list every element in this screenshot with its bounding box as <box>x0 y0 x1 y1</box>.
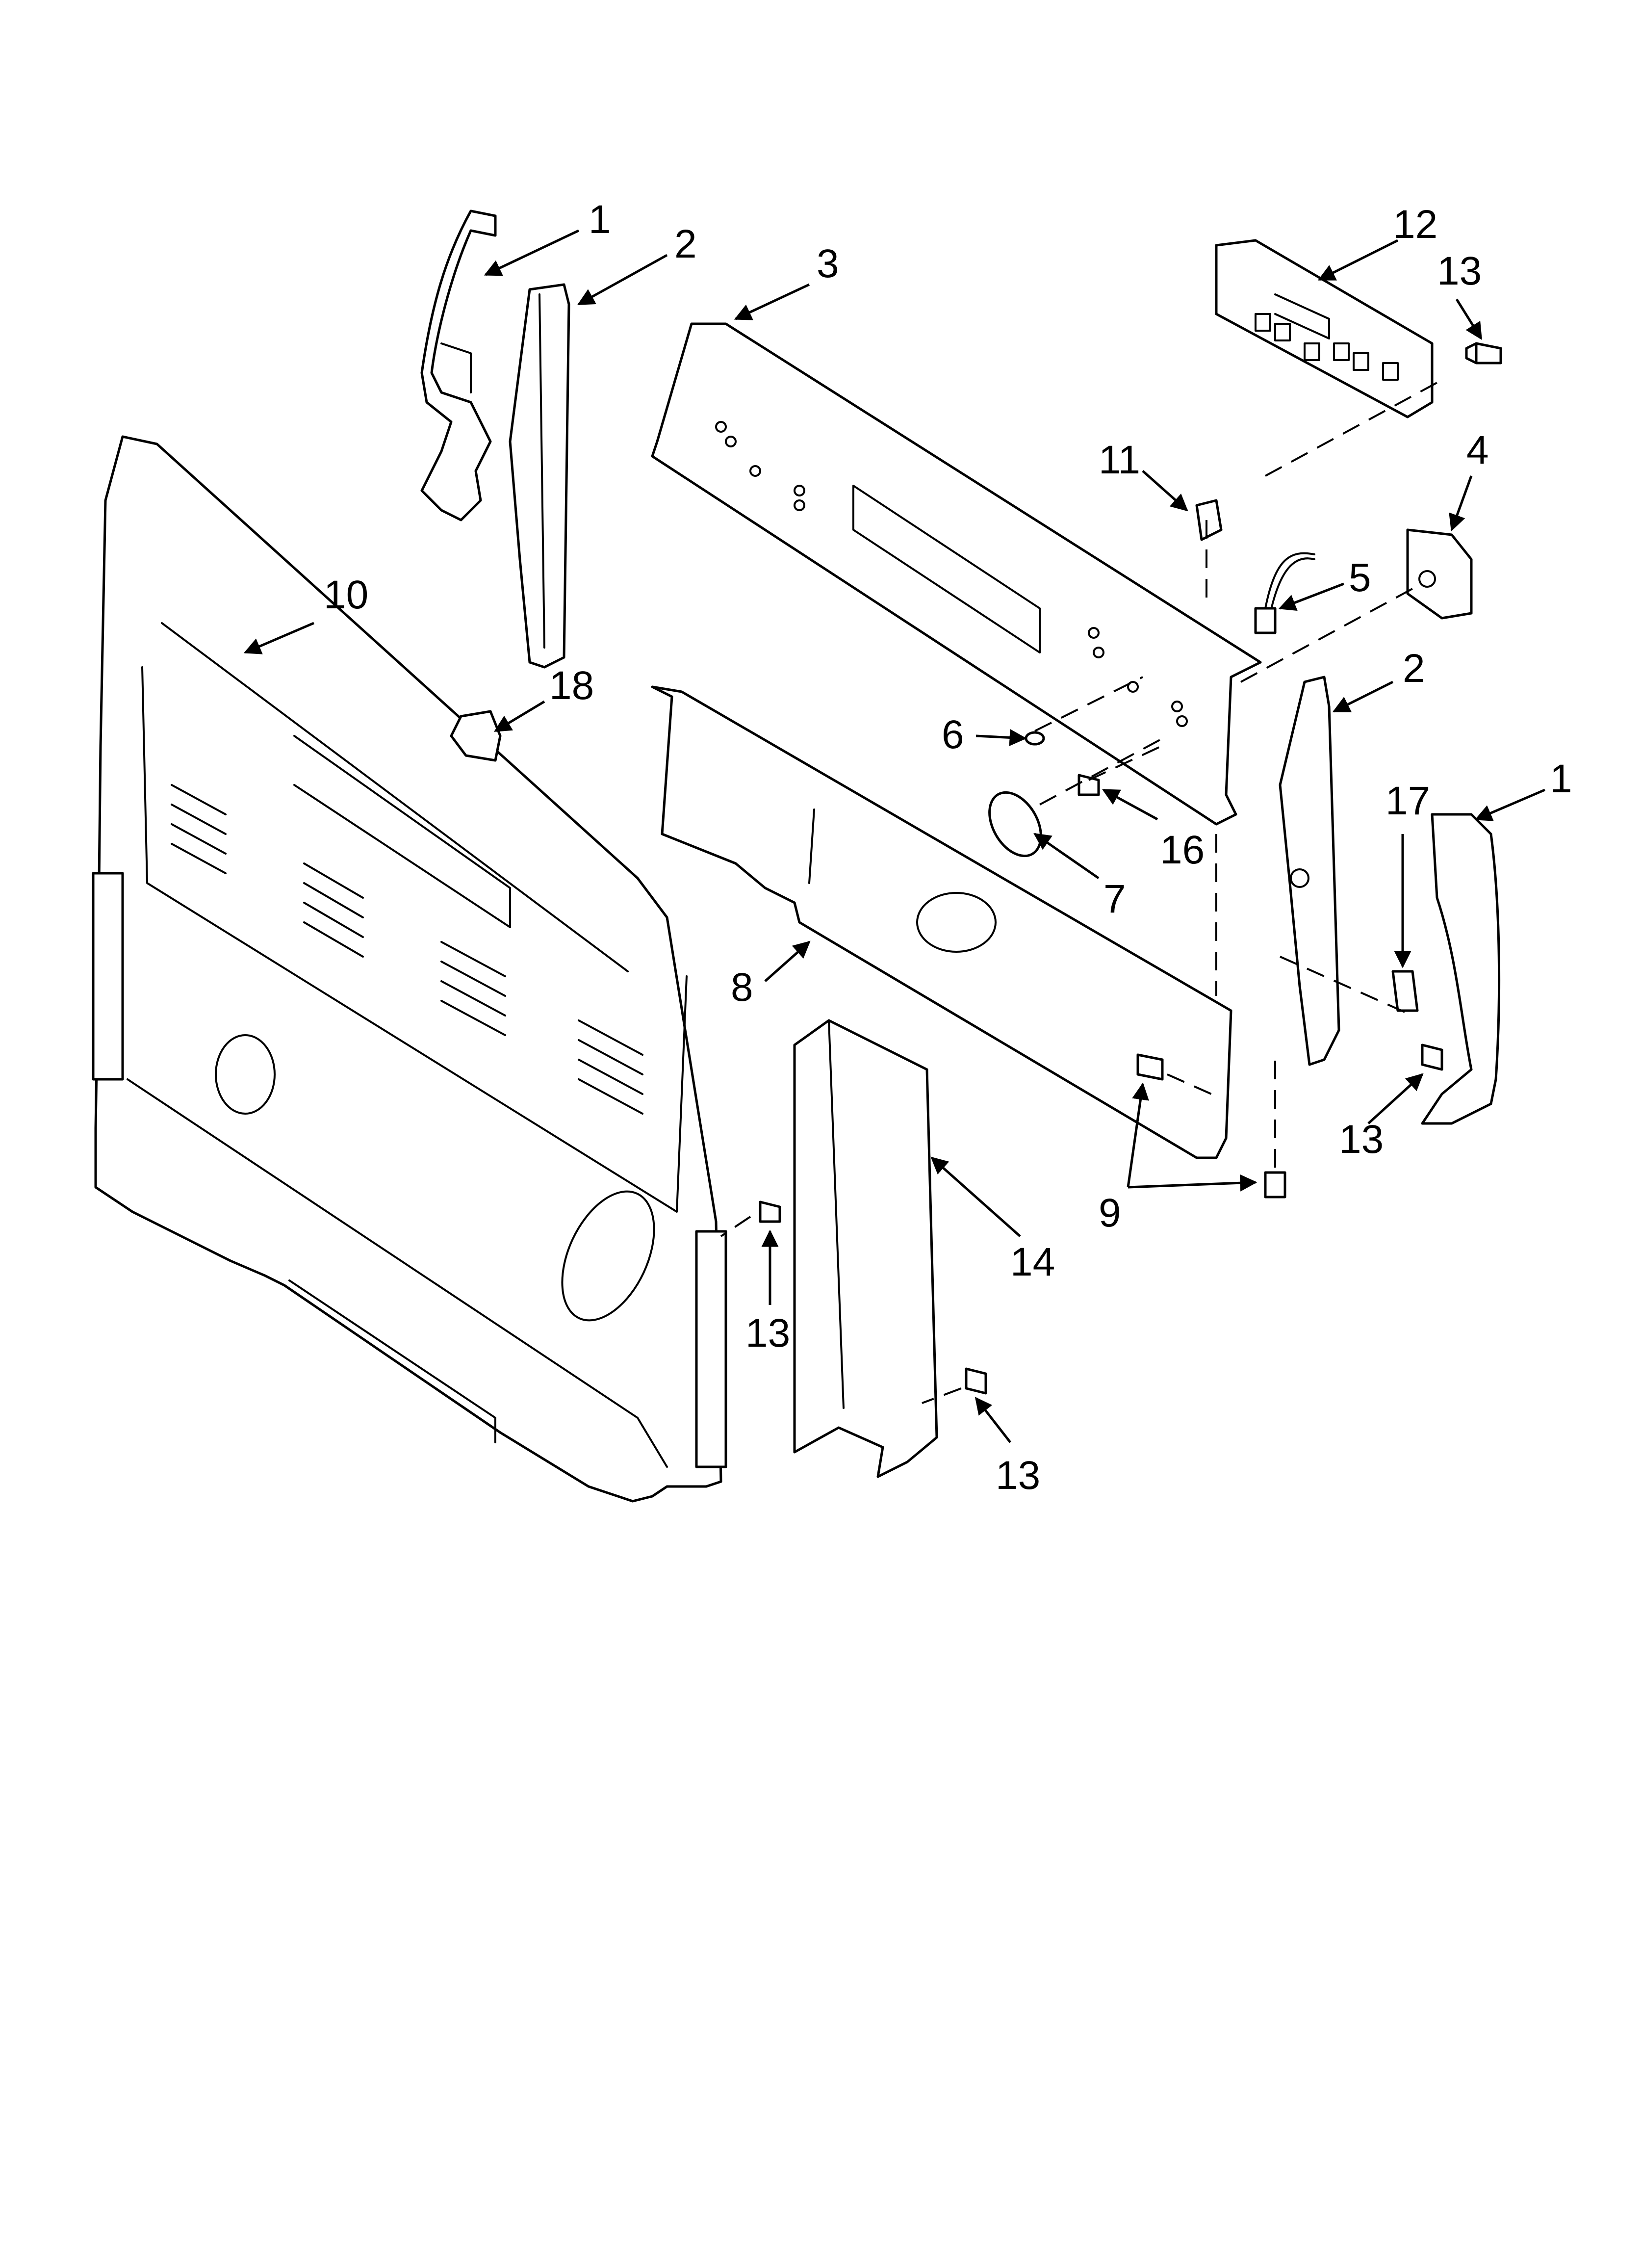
callout-2-upper: 2 <box>674 222 697 266</box>
part-side-trim-right <box>1421 813 1501 1125</box>
part-screw-bottom <box>965 1367 987 1395</box>
part-small-screw <box>1025 731 1045 746</box>
leader-arrows <box>243 229 1545 1443</box>
part-wire-harness <box>1254 552 1315 634</box>
callout-1-lower: 1 <box>1550 756 1572 801</box>
part-retainer <box>450 710 502 762</box>
callout-14: 14 <box>1010 1240 1055 1284</box>
part-screw-bottom-left <box>759 1200 781 1223</box>
assembly-lines <box>720 382 1437 1404</box>
part-screw-upper <box>1465 342 1502 365</box>
part-lower-panel <box>651 685 1232 1159</box>
callout-18: 18 <box>549 663 594 708</box>
part-knob <box>988 791 1042 858</box>
part-bracket-right <box>1279 676 1340 1066</box>
callout-4: 4 <box>1466 428 1489 472</box>
callout-8: 8 <box>731 965 753 1010</box>
part-clip <box>1391 970 1419 1012</box>
callout-2-lower: 2 <box>1403 646 1425 691</box>
callout-1-upper: 1 <box>589 197 611 242</box>
part-electronic-control <box>1215 239 1434 418</box>
callout-13-upper: 13 <box>1437 249 1482 293</box>
part-control-panel <box>651 322 1262 826</box>
part-switch <box>1195 499 1223 541</box>
callout-16: 16 <box>1160 828 1205 872</box>
callout-9: 9 <box>1099 1191 1121 1235</box>
part-screw-9b <box>1264 1171 1286 1199</box>
part-hex-screw <box>1078 774 1100 796</box>
callout-13-bottom: 13 <box>996 1453 1040 1498</box>
part-channel <box>793 1019 938 1478</box>
part-rear-panel <box>92 435 727 1503</box>
callout-17: 17 <box>1385 779 1430 823</box>
callout-labels: 1 2 3 12 13 11 4 5 10 18 2 6 17 1 16 7 8… <box>324 197 1572 1498</box>
part-bracket-left <box>509 283 570 669</box>
callout-12: 12 <box>1393 202 1437 247</box>
callout-5: 5 <box>1349 555 1371 600</box>
callout-11: 11 <box>1099 438 1140 482</box>
callout-10: 10 <box>324 573 368 617</box>
part-timer-box <box>1406 528 1473 620</box>
part-side-trim-left <box>420 209 497 521</box>
callout-13-left: 13 <box>745 1311 790 1356</box>
callout-13-right: 13 <box>1339 1117 1384 1162</box>
callout-3: 3 <box>817 241 839 286</box>
callout-7: 7 <box>1103 877 1126 921</box>
callout-6: 6 <box>942 712 964 757</box>
part-screw-9a <box>1136 1053 1164 1081</box>
part-screw-right <box>1421 1043 1443 1071</box>
